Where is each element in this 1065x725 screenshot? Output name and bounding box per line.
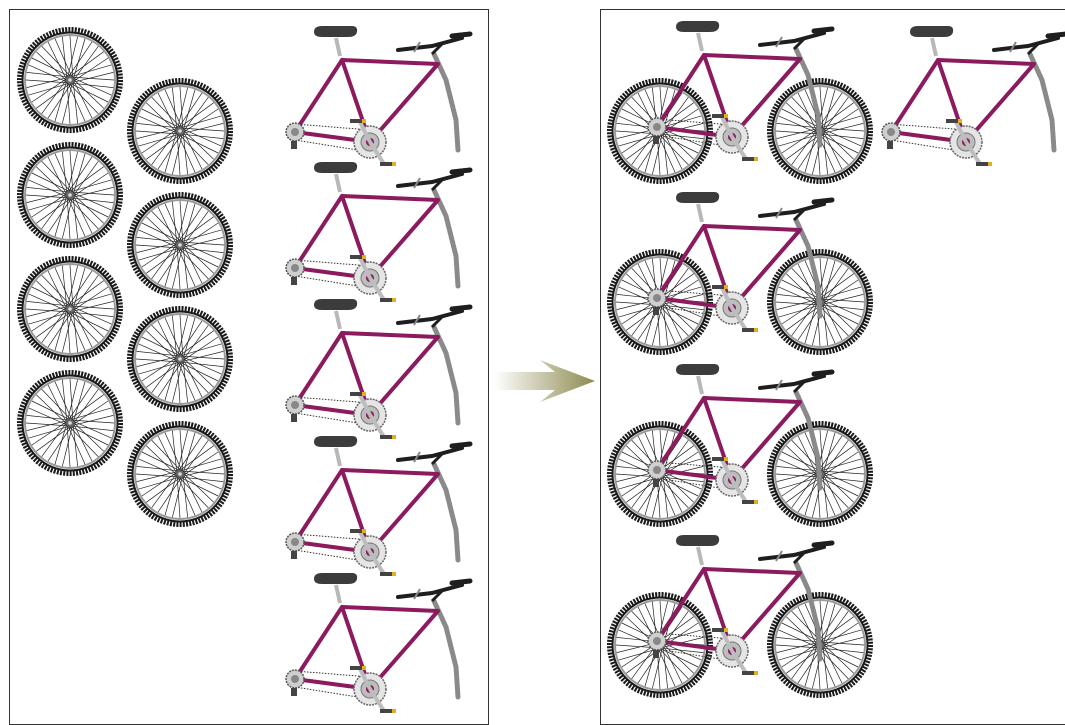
wheel-icon	[20, 259, 120, 359]
bicycle-frame-icon	[286, 162, 470, 302]
bicycle-icon	[610, 192, 870, 352]
wheel-icon	[130, 195, 230, 295]
assembled-bicycles-group	[610, 21, 870, 695]
bicycle-frame-icon	[882, 26, 1065, 166]
bicycle-frame-icon	[286, 436, 470, 576]
bicycle-icon	[610, 21, 870, 181]
bicycle-frame-icon	[286, 299, 470, 439]
wheelless-frames-group	[286, 26, 470, 713]
wheel-icon	[130, 81, 230, 181]
bicycle-icon	[610, 364, 870, 524]
wheel-icon	[20, 373, 120, 473]
wheel-icon	[20, 145, 120, 245]
bicycle-icon	[610, 535, 870, 695]
wheel-icon	[130, 424, 230, 524]
bicycle-frame-icon	[286, 26, 470, 166]
loose-wheels-group	[20, 30, 230, 524]
arrow-right-icon	[494, 360, 595, 402]
bicycle-frame-icon	[286, 573, 470, 713]
wheel-icon	[20, 30, 120, 130]
wheel-icon	[130, 309, 230, 409]
remaining-frames-group	[882, 26, 1065, 166]
